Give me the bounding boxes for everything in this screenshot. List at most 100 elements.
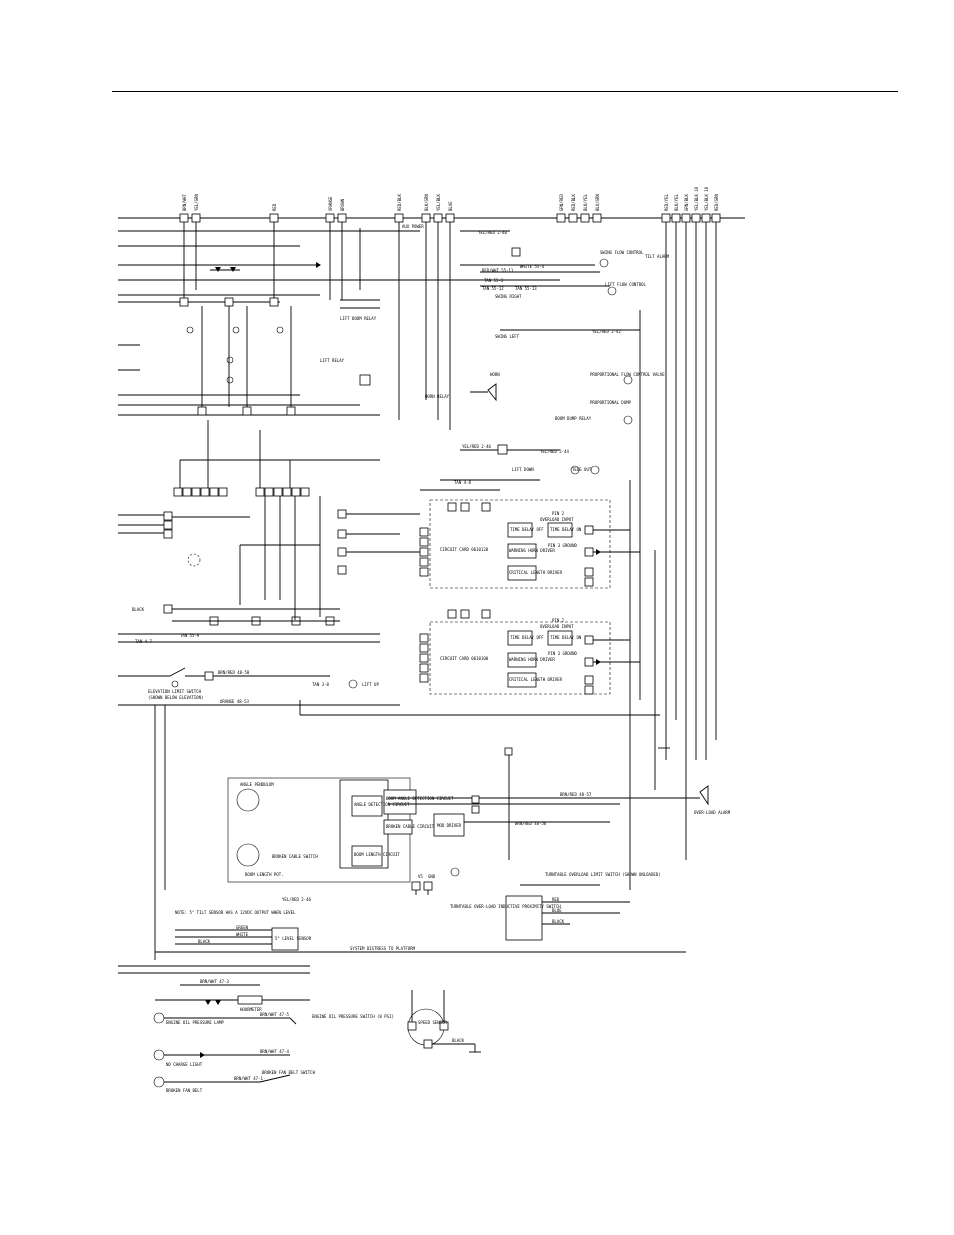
conn-label-12: BLK/YEL bbox=[583, 194, 588, 211]
angle-detection-label: ANGLE DETECTION CIRCUIT bbox=[354, 802, 410, 807]
angle-pendulum-label: ANGLE PENDULUM bbox=[240, 782, 274, 787]
mod-driver-label: MOD DRIVER bbox=[437, 823, 462, 828]
brn-red-48-56-label: BRN/RED 48-56 bbox=[515, 821, 547, 826]
engine-oil-pressure-label: ENGINE OIL PRESSURE SWITCH (8 PSI) bbox=[312, 1014, 394, 1019]
engine-oil-lamp-label: ENGINE OIL PRESSURE LAMP bbox=[166, 1020, 224, 1025]
right-vertical-wires bbox=[629, 222, 717, 890]
level-sensor-label: 5° LEVEL SENSOR bbox=[275, 936, 312, 941]
conn-label-1: BRN/WHT bbox=[182, 194, 187, 211]
conn-label-7: BLK/GRN bbox=[424, 194, 429, 211]
critical-length-label-2: CRITICAL LENGTH DRIVER bbox=[509, 677, 563, 682]
system-distress-label: SYSTEM DISTRESS TO PLATFORM bbox=[350, 946, 416, 951]
brn-red-48-57-label: BRN/RED 48-57 bbox=[560, 792, 592, 797]
brn-wht-47-4-label: BRN/WHT 47-4 bbox=[260, 1049, 289, 1054]
circuit-card-upper: PIN 2 OVERLOAD INPUT TIME DELAY OFF TIME… bbox=[419, 467, 640, 589]
pin3-ground-label-2: PIN 3 GROUND bbox=[548, 651, 577, 656]
conn-label-17: YEL/BLK 18 bbox=[694, 186, 699, 211]
lift-flow-label: LIFT FLOW CONTROL bbox=[605, 282, 647, 287]
conn-label-8: YEL/BLK bbox=[436, 194, 441, 211]
black-label-3: BLACK bbox=[198, 939, 211, 944]
pin2-label-2: PIN 2 bbox=[552, 618, 565, 623]
horn-relay-label: HORN RELAY bbox=[425, 394, 450, 399]
pin3-ground-label-1: PIN 3 GROUND bbox=[548, 543, 577, 548]
conn-label-11: RED/BLK bbox=[571, 194, 576, 211]
lift-down-label: LIFT DOWN bbox=[512, 467, 534, 472]
overload-alarm-label: OVER-LOAD ALARM bbox=[694, 810, 731, 815]
yel-red-2-40-label: YEL/RED 2-40 bbox=[478, 230, 507, 235]
brn-wht-47-1-label: BRN/WHT 47-1 bbox=[234, 1076, 263, 1081]
tan-4-8-label: TAN 4-8 bbox=[454, 480, 471, 485]
boom-length-pot-label: BOOM LENGTH POT. bbox=[245, 872, 284, 877]
tan-55-13-label: TAN 55-13 bbox=[515, 286, 537, 291]
yel-red-2-46-label: YEL/RED 2-46 bbox=[462, 444, 491, 449]
conn-label-6: RED/BLK bbox=[397, 194, 402, 211]
warning-horn-label-2: WARNING HORN DRIVER bbox=[509, 657, 555, 662]
proportional-flow-label: PROPORTIONAL FLOW CONTROL VALVE bbox=[590, 372, 665, 377]
broken-fan-belt-switch-label: BROKEN FAN BELT SWITCH bbox=[262, 1070, 316, 1075]
elevation-limit-switch: BRN/RED 48-58 ELEVATION LIMIT SWITCH (SH… bbox=[118, 667, 660, 960]
tilt-alarm-label: TILT ALARM bbox=[645, 254, 670, 259]
conn-label-4: ORANGE bbox=[328, 196, 333, 211]
black-label-1: BLACK bbox=[132, 607, 145, 612]
lift-boom-relay-label: LIFT BOOM RELAY bbox=[340, 316, 377, 321]
swing-flow-label: SWING FLOW CONTROL bbox=[600, 250, 644, 255]
elevation-switch-label: ELEVATION LIMIT SWITCH bbox=[148, 689, 202, 694]
conn-label-10: GRN/RED bbox=[559, 194, 564, 211]
overload-input-label-1: OVERLOAD INPUT bbox=[540, 517, 574, 522]
speed-sensor: SPEED SENSOR BLACK bbox=[407, 990, 481, 1053]
conn-label-5: BROWN bbox=[340, 198, 345, 211]
red-label: RED bbox=[552, 897, 560, 902]
turntable-proximity-label: TURNTABLE OVER-LOAD INDUCTIVE PROXIMITY … bbox=[450, 904, 561, 909]
middle-terminal-strip: BLACK TAN 55-9 TAN 4-7 bbox=[132, 420, 420, 644]
warning-horn-label-1: WARNING HORN DRIVER bbox=[509, 548, 555, 553]
broken-cable-switch-label: BROKEN CABLE SWITCH bbox=[272, 854, 318, 859]
time-delay-on-label-1: TIME DELAY ON bbox=[550, 527, 582, 532]
tan-55-12-label: TAN 55-12 bbox=[482, 286, 504, 291]
conn-label-16: GRN/BLK bbox=[684, 194, 689, 211]
swing-right-label: SWING RIGHT bbox=[495, 294, 522, 299]
note-label: NOTE: 5° TILT SENSOR HAS A 12VDC OUTPUT … bbox=[175, 910, 296, 915]
tan-3-8-label: TAN 3-8 bbox=[312, 682, 329, 687]
time-delay-off-label-2: TIME DELAY OFF bbox=[510, 635, 544, 640]
time-delay-on-label-2: TIME DELAY ON bbox=[550, 635, 582, 640]
time-delay-off-label-1: TIME DELAY OFF bbox=[510, 527, 544, 532]
conn-label-18: YEL/BLK 18 bbox=[704, 186, 709, 211]
tan-55-3-label: TAN 55-3 bbox=[484, 278, 504, 283]
header-rule bbox=[112, 91, 898, 92]
lift-up-label: LIFT UP bbox=[362, 682, 379, 687]
pin2-label-1: PIN 2 bbox=[552, 511, 565, 516]
engine-indicators: BRN/WHT 47-3 HOURMETER ENGINE OIL PRESSU… bbox=[153, 979, 394, 1093]
tele-out-label: TELE OUT bbox=[572, 467, 592, 472]
left-bus-lines bbox=[118, 230, 560, 974]
brn-red-48-58-label: BRN/RED 48-58 bbox=[218, 670, 250, 675]
gnd-label: GND bbox=[428, 874, 436, 879]
orange-48-53-label: ORANGE 48-53 bbox=[220, 699, 249, 704]
yel-red-2-46-label-2: YEL/RED 2-46 bbox=[282, 897, 311, 902]
conn-label-3: RED bbox=[272, 203, 277, 211]
boom-length-circuit-label: BOOM LENGTH CIRCUIT bbox=[354, 852, 400, 857]
conn-label-15: BLK/YEL bbox=[674, 194, 679, 211]
conn-label-9: BLUE bbox=[448, 201, 453, 211]
tan-55-9-label: TAN 55-9 bbox=[180, 633, 200, 638]
proximity-and-level: RED BLUE BLACK TURNTABLE OVER-LOAD INDUC… bbox=[155, 895, 686, 953]
boom-dump-relay-label: BOOM DUMP RELAY bbox=[555, 416, 592, 421]
red-wht-55-11-label: RED/WHT 55-11 bbox=[482, 268, 514, 273]
proportional-dump-label: PROPORTIONAL DUMP bbox=[590, 400, 632, 405]
lift-relay-label: LIFT RELAY bbox=[320, 358, 345, 363]
critical-length-label-1: CRITICAL LENGTH DRIVER bbox=[509, 570, 563, 575]
swing-left-label: SWING LEFT bbox=[495, 334, 520, 339]
conn-label-2: YEL/GRN bbox=[194, 194, 199, 211]
yel-red-2-42-label: YEL/RED 2-42 bbox=[592, 329, 621, 334]
aux-power-label: AUX POWER bbox=[402, 224, 424, 229]
upper-relay-section: AUX POWER YEL/RED 2-40 SWING FLOW CONTRO… bbox=[179, 222, 670, 689]
hourmeter-label: HOURMETER bbox=[240, 1007, 262, 1012]
overload-input-label-2: OVERLOAD INPUT bbox=[540, 624, 574, 629]
conn-label-19: RED/GRN bbox=[714, 194, 719, 211]
conn-label-14: RED/YEL bbox=[664, 194, 669, 211]
broken-cable-circuit-label: BROKEN CABLE CIRCUIT bbox=[386, 824, 435, 829]
horn-label: HORN bbox=[490, 372, 500, 377]
boom-angle-detection-label: BOOM ANGLE DETECTION CIRCUIT bbox=[386, 796, 454, 801]
yel-red-2-44-label: YEL/RED 2-44 bbox=[540, 449, 569, 454]
